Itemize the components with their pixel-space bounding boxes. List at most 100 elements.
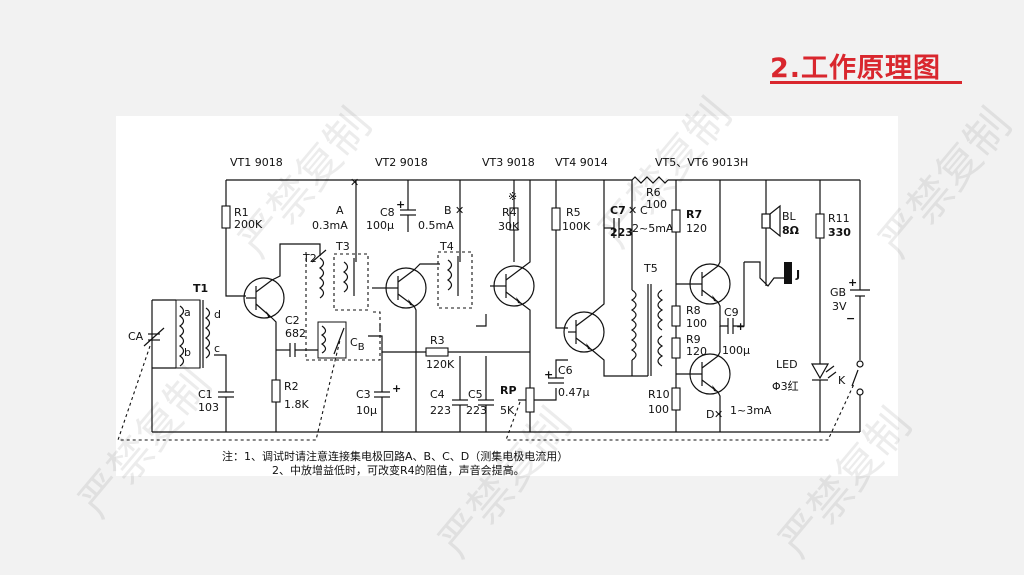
volume-potentiometer-rp[interactable]: [525, 387, 535, 413]
label-gb-value: 3V: [832, 300, 847, 313]
label-c-current: 2~5mA: [632, 222, 674, 235]
label-t1-a: a: [184, 306, 191, 319]
c8-plus: +: [396, 198, 405, 211]
label-c6: C6: [558, 364, 573, 377]
label-c7-value: 223: [610, 226, 633, 239]
label-t1-c: c: [214, 342, 220, 355]
if-transformer-t4: [437, 251, 473, 309]
tuning-linkage: [117, 339, 341, 441]
label-c-point: C: [640, 204, 648, 217]
label-c5: C5: [468, 388, 483, 401]
speaker-bl: [761, 180, 781, 286]
label-r9: R9: [686, 333, 701, 346]
label-c2-value: 682: [285, 327, 306, 340]
transistor-vt5: [676, 263, 731, 305]
label-t1-d: d: [214, 308, 221, 321]
note-line-1: 注：1、调试时请注意连接集电极回路A、B、C、D（测集电极电流用）: [222, 449, 568, 463]
label-led-value: Φ3红: [772, 380, 799, 393]
label-c9: C9: [724, 306, 739, 319]
header-vt3: VT3 9018: [482, 156, 535, 169]
label-c2: C2: [285, 314, 300, 327]
label-bl-value: 8Ω: [782, 224, 800, 237]
label-c9-value: 100μ: [722, 344, 750, 357]
label-c1-value: 103: [198, 401, 219, 414]
resistor-r10: [671, 387, 681, 411]
label-t3: T3: [335, 240, 350, 253]
slide-title: 2.工作原理图: [770, 53, 942, 84]
header-vt5-vt6: VT5、VT6 9013H: [655, 156, 748, 169]
label-r5-value: 100K: [562, 220, 591, 233]
resistor-r3: [425, 347, 449, 357]
resistor-r5: [551, 207, 561, 231]
label-c8: C8: [380, 206, 395, 219]
resistor-r8: [671, 305, 681, 327]
label-r5: R5: [566, 206, 581, 219]
if-transformer-t3: [333, 253, 369, 311]
label-r3: R3: [430, 334, 445, 347]
label-c8-value: 100μ: [366, 219, 394, 232]
transistor-vt3: [490, 265, 535, 307]
earphone-jack-j[interactable]: [744, 261, 792, 287]
resistor-r11: [815, 213, 825, 239]
label-r9-value: 120: [686, 345, 707, 358]
label-r8: R8: [686, 304, 701, 317]
tuning-capacitor-ca: [143, 299, 176, 432]
transistor-vt1: [243, 277, 285, 319]
b-cross-mark: ✕: [455, 204, 464, 217]
label-c5-value: 223: [466, 404, 487, 417]
label-a: A: [336, 204, 344, 217]
transistor-vt2: [385, 267, 427, 309]
label-r8-value: 100: [686, 317, 707, 330]
resistor-r9: [671, 337, 681, 359]
resistor-r2: [271, 379, 281, 403]
label-c4: C4: [430, 388, 445, 401]
header-vt2: VT2 9018: [375, 156, 428, 169]
transistor-vt6: [676, 353, 731, 395]
label-r11: R11: [828, 212, 850, 225]
label-c7: C7: [610, 204, 626, 217]
label-t4: T4: [439, 240, 454, 253]
header-vt1: VT1 9018: [230, 156, 283, 169]
c3-plus: +: [392, 382, 401, 395]
label-j: J: [795, 268, 800, 281]
label-c6-value: 0.47μ: [558, 386, 590, 399]
switch-linkage: [505, 383, 855, 441]
label-r1: R1: [234, 206, 249, 219]
label-d-current: 1~3mA: [730, 404, 772, 417]
title-underline: [770, 81, 962, 84]
label-r4-value: 30K: [498, 220, 520, 233]
label-c3: C3: [356, 388, 371, 401]
label-rp-value: 5K: [500, 404, 515, 417]
note-line-2: 2、中放增益低时，可改变R4的阻值，声音会提高。: [272, 463, 525, 476]
top-rail: [226, 176, 860, 184]
a-cross-mark: ✕: [350, 176, 359, 189]
header-vt4: VT4 9014: [555, 156, 608, 169]
gb-minus: −: [846, 312, 855, 325]
label-c3-value: 10μ: [356, 404, 377, 417]
label-ca: CA: [128, 330, 144, 343]
gb-plus: +: [848, 276, 857, 289]
label-d: D: [706, 408, 714, 421]
label-c1: C1: [198, 388, 213, 401]
label-r3-value: 120K: [426, 358, 455, 371]
label-r2: R2: [284, 380, 299, 393]
c9-plus: +: [736, 320, 745, 333]
label-r10: R10: [648, 388, 670, 401]
label-t2: T2: [302, 252, 317, 265]
resistor-r7: [671, 209, 681, 233]
label-r10-value: 100: [648, 403, 669, 416]
label-b: B: [444, 204, 452, 217]
label-rp: RP: [500, 384, 517, 397]
label-b-current: 0.5mA: [418, 219, 454, 232]
label-t5: T5: [643, 262, 658, 275]
transformer-t1: [175, 299, 211, 369]
label-r6: R6: [646, 186, 661, 199]
label-cb: CB: [350, 336, 365, 353]
oscillator-coil-t2: [311, 249, 347, 359]
battery-gb: [850, 180, 870, 360]
label-gb: GB: [830, 286, 846, 299]
d-cross-mark: ✕: [714, 408, 723, 421]
label-r4: R4: [502, 206, 517, 219]
power-switch-k[interactable]: [851, 360, 864, 432]
label-r7: R7: [686, 208, 702, 221]
